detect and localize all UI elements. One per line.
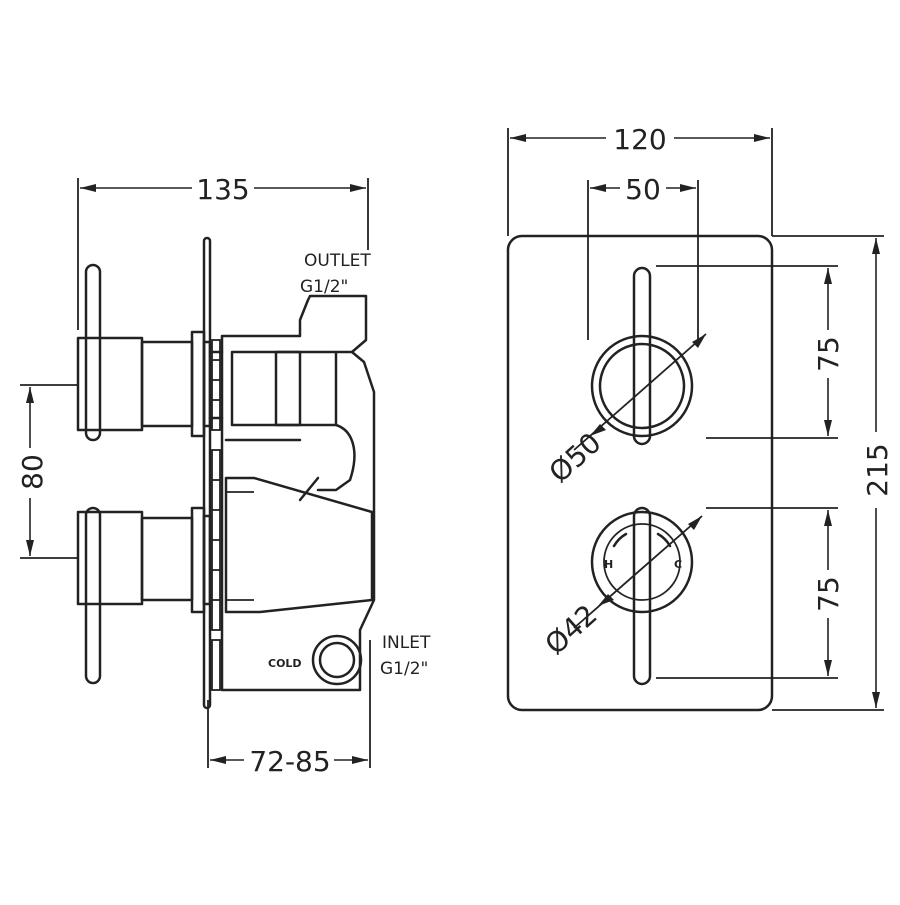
outlet-label: OUTLET — [304, 251, 371, 271]
front-view: 120 50 215 — [506, 122, 894, 712]
outlet-thread: G1/2" — [300, 277, 348, 297]
wall-depth-label: 72-85 — [249, 745, 330, 778]
lever-lower — [84, 506, 102, 685]
handle-width-label: 50 — [625, 173, 661, 206]
thread-stack — [211, 339, 221, 691]
dimension-upper-height: 75 — [656, 265, 846, 439]
upper-handle: Ø50 — [543, 266, 707, 489]
faceplate — [506, 234, 774, 712]
dimension-wall-depth: 72-85 — [207, 640, 371, 778]
upper-height-label: 75 — [812, 336, 845, 372]
dimension-handle-width: 50 — [587, 172, 699, 340]
handle-body-lower — [76, 506, 212, 614]
lower-height-label: 75 — [812, 576, 845, 612]
plate-height-label: 215 — [861, 443, 894, 496]
plate-width-label: 120 — [613, 123, 666, 156]
valve-body — [220, 294, 376, 692]
dimension-lever-spacing: 80 — [14, 384, 78, 559]
wall-plate — [202, 236, 212, 710]
dimension-lower-height: 75 — [656, 507, 846, 679]
inlet-thread: G1/2" — [380, 659, 428, 679]
hot-mark: H — [604, 558, 613, 571]
lower-diameter-label: Ø42 — [539, 598, 604, 661]
lever-upper — [84, 263, 102, 442]
dimension-plate-height: 215 — [772, 235, 894, 711]
cold-mark: C — [674, 558, 682, 571]
dimension-overall-depth: 135 — [77, 170, 369, 330]
cold-inlet-port: COLD — [268, 634, 363, 686]
dimension-plate-width: 120 — [507, 122, 773, 236]
cold-label: COLD — [268, 657, 302, 670]
depth-label: 135 — [196, 173, 249, 206]
inlet-label: INLET — [382, 633, 431, 653]
upper-diameter-label: Ø50 — [543, 426, 608, 489]
side-view: 135 80 — [14, 170, 431, 778]
lower-handle: H C Ø42 — [539, 506, 703, 686]
spacing-label: 80 — [16, 454, 49, 490]
